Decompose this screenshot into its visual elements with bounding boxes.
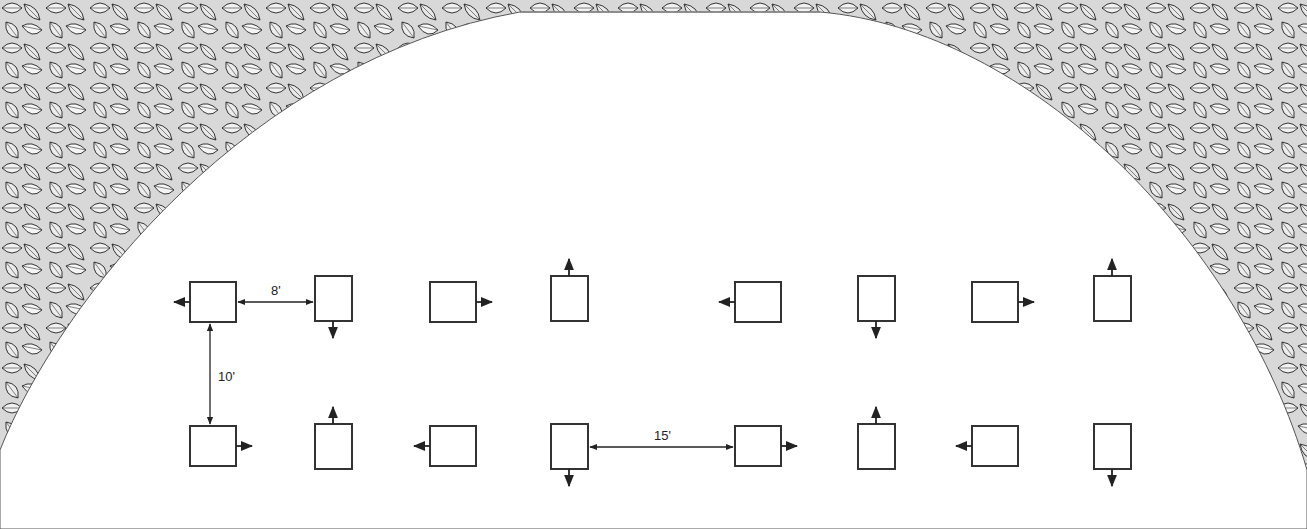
dimension-lines	[210, 302, 733, 447]
entrance-arrows	[174, 259, 1112, 486]
dimension-label: 15'	[652, 428, 673, 443]
dimension-label: 8'	[269, 283, 283, 298]
clearing	[0, 12, 1307, 529]
hives	[190, 276, 1131, 469]
dimension-label: 10'	[216, 369, 237, 384]
